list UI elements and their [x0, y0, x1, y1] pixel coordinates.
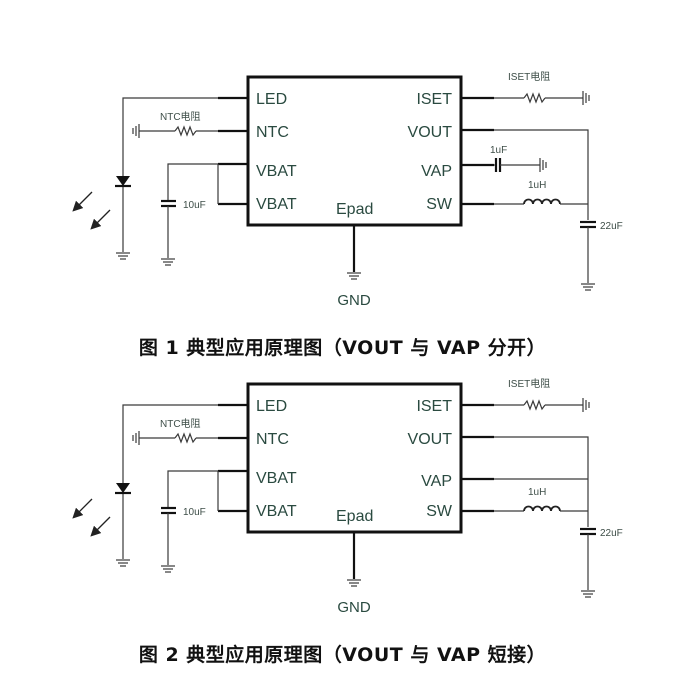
ground-icon: [539, 158, 547, 172]
figure-2-caption: 图 2 典型应用原理图（VOUT 与 VAP 短接）: [138, 644, 547, 666]
iset-resistor-icon: [523, 399, 546, 411]
pin-led: LED: [256, 398, 287, 415]
ntc-branch: NTC电阻: [132, 417, 248, 445]
iset-branch: ISET电阻: [461, 377, 590, 412]
led-branch: [72, 403, 248, 567]
output-cap-label: 22uF: [600, 528, 623, 539]
vbat-cap-label: 10uF: [183, 507, 206, 518]
vbat-branch: 10uF: [161, 469, 248, 573]
ground-icon: [161, 258, 175, 266]
light-arrow-icon: [72, 498, 93, 519]
pin-vap: VAP: [421, 473, 452, 490]
output-branch: 1uH 22uF: [461, 128, 623, 291]
ic-package: [246, 75, 463, 227]
iset-resistor-label: ISET电阻: [508, 377, 550, 390]
ground-icon: [582, 398, 590, 412]
pin-iset: ISET: [416, 398, 452, 415]
ic-package: [246, 382, 463, 534]
pin-led: LED: [256, 91, 287, 108]
iset-branch: ISET电阻: [461, 70, 590, 105]
ground-icon: [132, 431, 140, 445]
gnd-label: GND: [337, 599, 371, 616]
pin-epad: Epad: [336, 201, 373, 218]
pin-ntc: NTC: [256, 124, 289, 141]
figure-1-caption: 图 1 典型应用原理图（VOUT 与 VAP 分开）: [138, 337, 547, 359]
ntc-branch: NTC电阻: [132, 110, 248, 138]
pin-sw: SW: [426, 196, 453, 213]
pin-sw: SW: [426, 503, 453, 520]
output-branch: 1uH 22uF: [461, 435, 623, 598]
inductor-label: 1uH: [528, 180, 546, 191]
epad-ground: GND: [337, 225, 371, 309]
inductor-label: 1uH: [528, 487, 546, 498]
ntc-resistor-icon: [174, 432, 197, 444]
pin-vbat-1: VBAT: [256, 470, 297, 487]
pin-epad: Epad: [336, 508, 373, 525]
vbat-branch: 10uF: [161, 162, 248, 266]
ground-icon: [161, 565, 175, 573]
gnd-label: GND: [337, 292, 371, 309]
pin-iset: ISET: [416, 91, 452, 108]
vbat-cap-label: 10uF: [183, 200, 206, 211]
pin-vbat-1: VBAT: [256, 163, 297, 180]
light-arrow-icon: [72, 191, 93, 212]
led-branch: [72, 96, 248, 260]
figure-2-schematic: LED NTC VBAT VBAT ISET VOUT VAP SW Epad: [72, 377, 623, 616]
light-arrow-icon: [90, 516, 111, 537]
output-cap-label: 22uF: [600, 221, 623, 232]
pin-vout: VOUT: [408, 431, 453, 448]
ground-icon: [116, 252, 130, 260]
ntc-resistor-icon: [174, 125, 197, 137]
epad-ground: GND: [337, 532, 371, 616]
pin-vap: VAP: [421, 163, 452, 180]
ground-icon: [132, 124, 140, 138]
inductor-icon: [523, 198, 561, 205]
led-diode-icon: [116, 483, 130, 493]
ground-icon: [116, 559, 130, 567]
led-diode-icon: [116, 176, 130, 186]
vap-cap-label: 1uF: [490, 145, 507, 156]
iset-resistor-label: ISET电阻: [508, 70, 550, 83]
ntc-resistor-label: NTC电阻: [160, 110, 201, 123]
ground-icon: [582, 91, 590, 105]
inductor-icon: [523, 505, 561, 512]
figure-1-schematic: LED NTC VBAT VBAT ISET VOUT VAP SW Epad: [72, 70, 623, 309]
ntc-resistor-label: NTC电阻: [160, 417, 201, 430]
light-arrow-icon: [90, 209, 111, 230]
pin-vbat-2: VBAT: [256, 196, 297, 213]
pin-vout: VOUT: [408, 124, 453, 141]
iset-resistor-icon: [523, 92, 546, 104]
vap-branch: 1uF: [461, 145, 547, 172]
pin-vbat-2: VBAT: [256, 503, 297, 520]
pin-ntc: NTC: [256, 431, 289, 448]
